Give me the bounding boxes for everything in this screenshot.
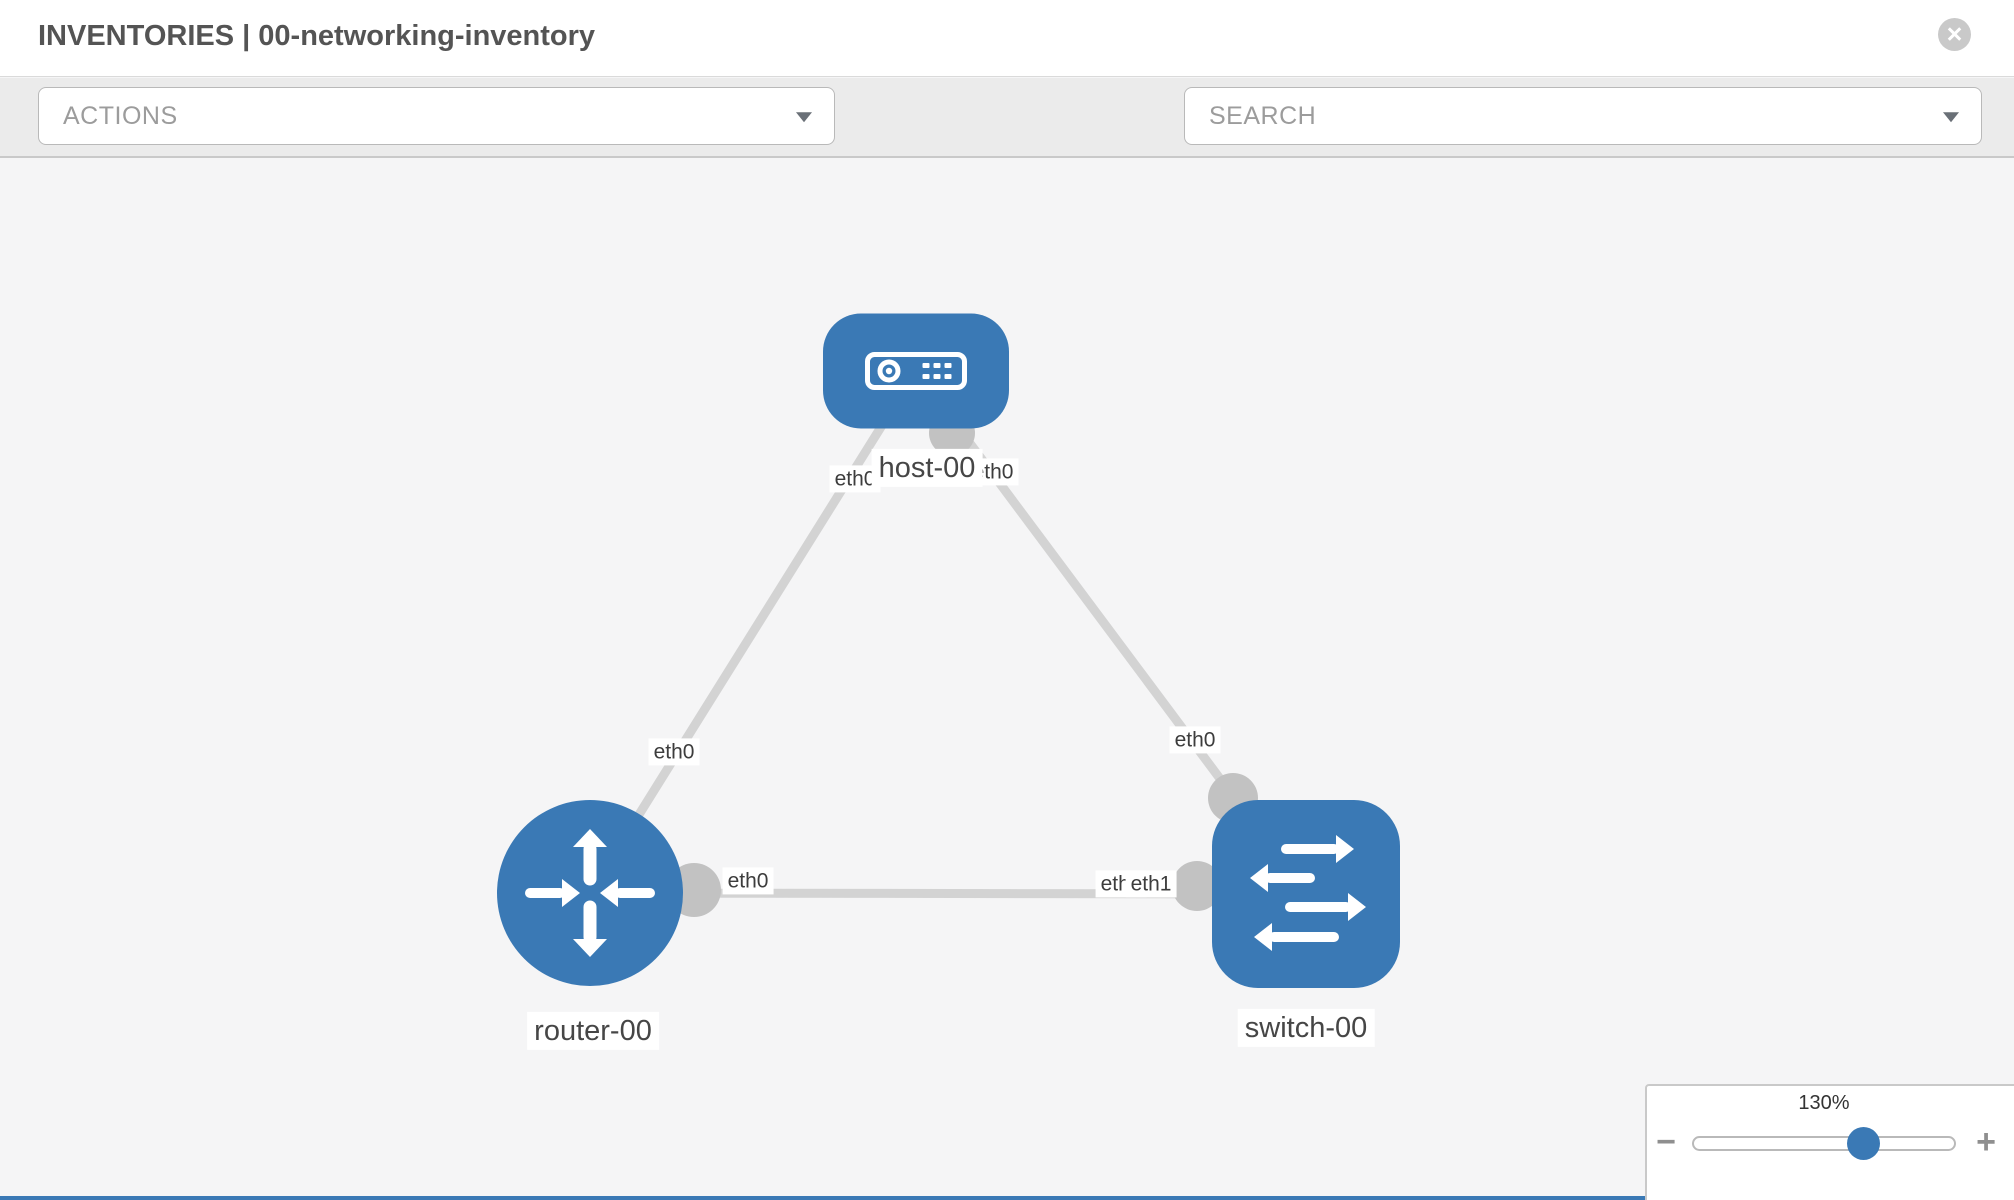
interface-label: eth0: [967, 458, 1019, 486]
chevron-down-icon: [1943, 112, 1959, 123]
zoom-level-value: 130%: [1798, 1092, 1850, 1114]
page-header: INVENTORIES | 00-networking-inventory ×: [0, 0, 2014, 77]
actions-dropdown[interactable]: ACTIONS: [38, 87, 835, 145]
node-router-00[interactable]: [497, 800, 683, 986]
node-label-host-00: host-00: [871, 448, 983, 488]
host-icon: [865, 352, 967, 390]
close-button[interactable]: ×: [1938, 18, 1971, 51]
interface-label: eth0: [829, 465, 881, 493]
toolbar: ACTIONS SEARCH: [0, 78, 2014, 195]
search-dropdown[interactable]: SEARCH: [1184, 87, 1982, 145]
page-title: INVENTORIES | 00-networking-inventory: [38, 20, 596, 53]
zoom-control-panel: 130% − +: [1645, 1084, 2014, 1200]
router-icon: [525, 829, 655, 957]
node-label-router-00: router-00: [527, 1011, 659, 1051]
node-switch-00[interactable]: [1212, 800, 1400, 988]
zoom-in-button[interactable]: +: [1969, 1122, 2003, 1162]
chevron-down-icon: [796, 112, 812, 123]
zoom-out-button[interactable]: −: [1649, 1122, 1683, 1162]
switch-icon: [1250, 835, 1366, 951]
node-host-00[interactable]: [823, 313, 1009, 429]
plus-icon: +: [1976, 1123, 1996, 1161]
link-host-00-router-00[interactable]: [585, 366, 921, 898]
topology-canvas[interactable]: [0, 158, 2014, 1200]
interface-label: eth0: [648, 738, 700, 766]
minus-icon: −: [1656, 1123, 1676, 1161]
bottom-accent-bar: [0, 1196, 1645, 1200]
actions-dropdown-label: ACTIONS: [63, 101, 178, 130]
interface-label: eth0: [1169, 726, 1221, 754]
close-icon: ×: [1946, 19, 1963, 49]
zoom-slider-knob[interactable]: [1847, 1127, 1880, 1160]
interface-port: [1172, 861, 1222, 911]
interface-label: eth1: [1125, 870, 1177, 898]
search-dropdown-label: SEARCH: [1209, 101, 1317, 130]
interface-label: eth0: [722, 867, 774, 895]
node-label-switch-00: switch-00: [1237, 1008, 1375, 1048]
zoom-slider-track[interactable]: [1692, 1136, 1956, 1151]
